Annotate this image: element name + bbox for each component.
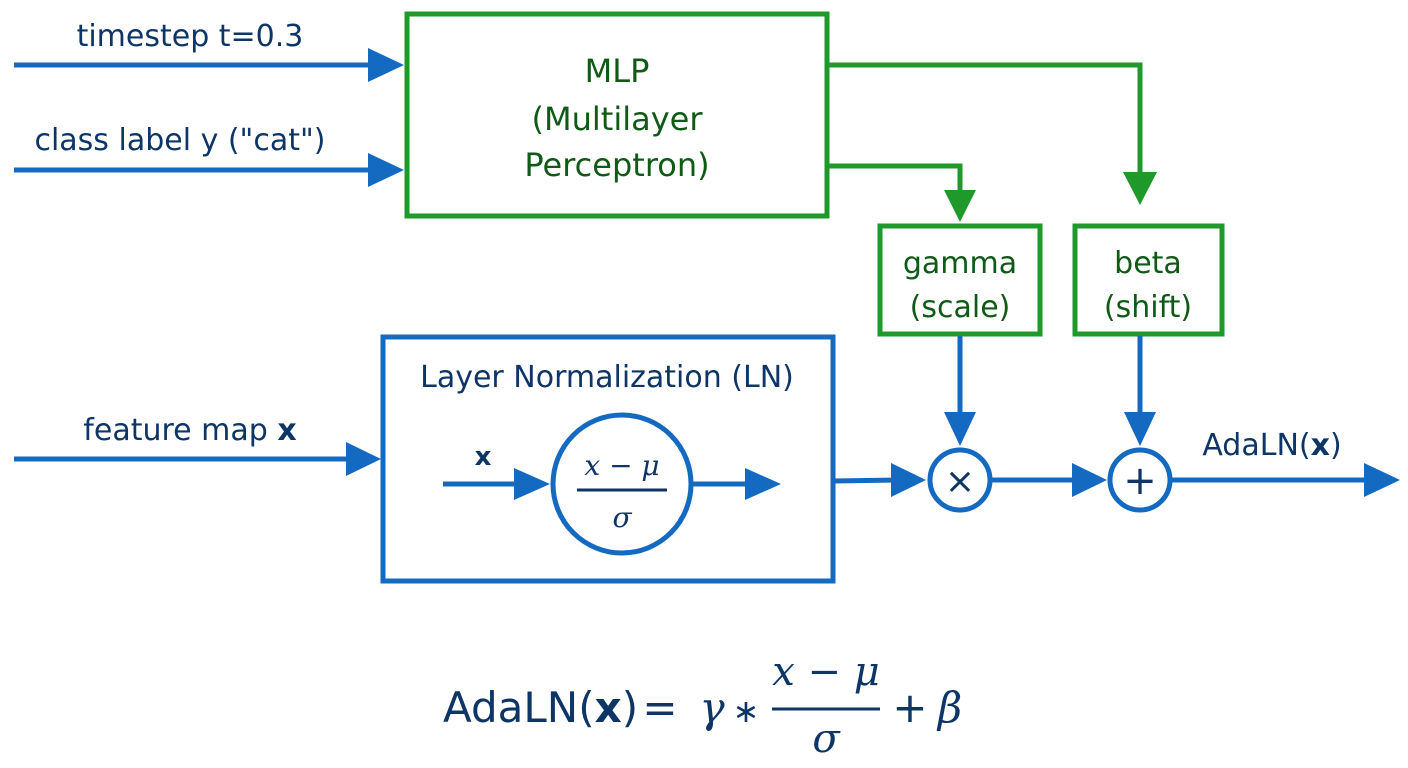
normalize-circle — [550, 412, 694, 556]
mlp-to-beta-connector — [827, 62, 1157, 205]
output-prefix: AdaLN( — [1202, 428, 1310, 463]
multiply-symbol: × — [945, 461, 975, 502]
timestep-label: timestep t=0.3 — [77, 19, 304, 54]
output-suffix: ) — [1330, 428, 1342, 463]
class-arrowhead — [368, 153, 404, 187]
feature-map-input: feature map x — [14, 413, 381, 476]
beta-input-arrowhead — [1123, 172, 1157, 205]
timestep-input: timestep t=0.3 — [14, 19, 404, 82]
formula-numerator: x − μ — [772, 649, 880, 695]
multiply-operator: × — [927, 447, 993, 513]
mlp-to-gamma-connector — [827, 163, 976, 222]
formula-gamma: γ — [699, 683, 725, 732]
add-symbol: + — [1123, 458, 1157, 504]
mlp-gamma-line — [827, 163, 963, 192]
formula-denominator: σ — [812, 716, 841, 762]
layer-norm-input-var: x — [475, 442, 492, 472]
output: AdaLN(x) — [1172, 428, 1400, 497]
formula-star: ∗ — [733, 692, 760, 730]
multiply-circle — [927, 447, 993, 513]
multiply-to-add-arrowhead — [1072, 463, 1107, 497]
gamma-sublabel: (scale) — [910, 290, 1011, 325]
feature-map-label: feature map x — [83, 413, 296, 448]
output-arrowhead — [1364, 463, 1400, 497]
formula-equals: = — [642, 683, 677, 732]
feature-map-var: x — [277, 413, 296, 448]
class-label-input: class label y ("cat") — [14, 123, 404, 187]
layer-norm-block: Layer Normalization (LN) x x − μ σ — [380, 334, 836, 584]
formula-lhs-var: x — [595, 683, 622, 732]
adaln-formula: AdaLN(x) = γ ∗ x − μ σ + β — [443, 649, 962, 762]
mlp-subtitle-2: Perceptron) — [524, 146, 709, 184]
beta-to-add-arrowhead — [1124, 412, 1156, 446]
feature-map-text: feature map — [83, 413, 277, 448]
ln-output-arrowhead — [745, 468, 781, 500]
ln-to-multiply-line — [832, 477, 896, 484]
gamma-block: gamma (scale) — [877, 223, 1043, 337]
class-label-text: class label y ("cat") — [34, 123, 325, 158]
gamma-box — [877, 223, 1043, 337]
mlp-box — [404, 11, 830, 219]
mlp-subtitle-1: (Multilayer — [532, 100, 704, 138]
layer-norm-title: Layer Normalization (LN) — [420, 360, 794, 395]
formula-lhs-prefix: AdaLN( — [443, 683, 595, 732]
output-var: x — [1311, 428, 1330, 463]
mlp-beta-line — [827, 62, 1143, 172]
formula-lhs: AdaLN(x) — [443, 683, 638, 732]
beta-box — [1072, 223, 1225, 337]
beta-block: beta (shift) — [1072, 223, 1225, 337]
beta-label: beta — [1114, 246, 1182, 281]
mlp-title: MLP — [585, 52, 650, 90]
gamma-to-multiply-arrowhead — [944, 412, 976, 446]
gamma-label: gamma — [903, 246, 1017, 281]
timestep-arrowhead — [368, 48, 404, 82]
add-circle — [1107, 447, 1173, 513]
formula-plus: + — [892, 683, 927, 732]
ln-to-multiply-arrowhead — [891, 463, 926, 497]
normalize-denominator: σ — [612, 501, 632, 534]
beta-sublabel: (shift) — [1104, 290, 1192, 325]
gamma-input-arrowhead — [944, 190, 976, 222]
ln-input-arrowhead — [514, 468, 550, 500]
output-label: AdaLN(x) — [1202, 428, 1341, 463]
formula-lhs-suffix: ) — [622, 683, 638, 732]
mlp-block: MLP (Multilayer Perceptron) — [404, 11, 830, 219]
add-operator: + — [1107, 447, 1173, 513]
normalize-numerator: x − μ — [584, 449, 659, 482]
formula-beta: β — [936, 683, 962, 732]
feature-map-arrowhead — [346, 442, 381, 476]
